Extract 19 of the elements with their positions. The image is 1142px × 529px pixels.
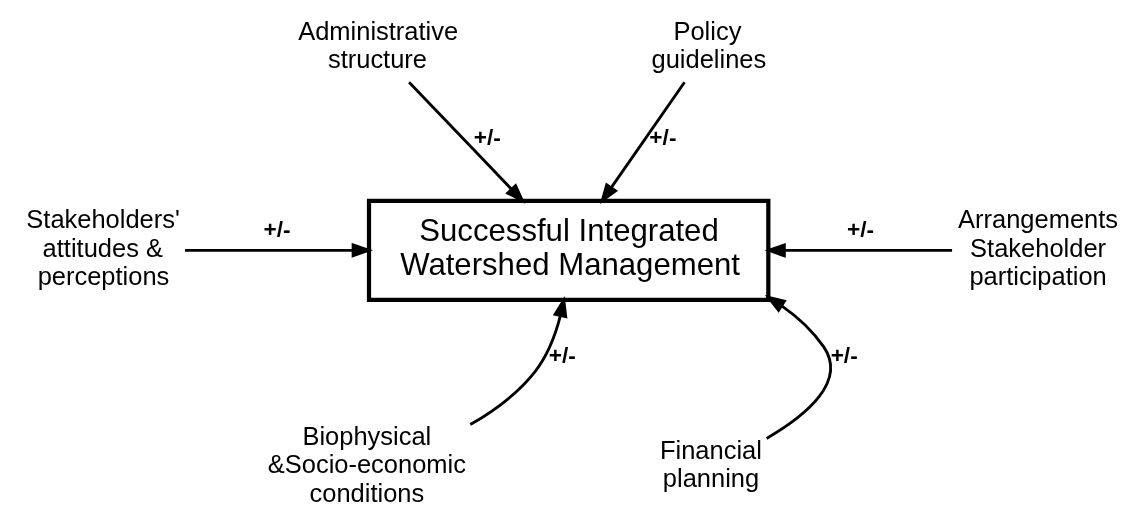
edge-label: +/- [830, 342, 858, 369]
arrow [764, 295, 832, 440]
arrow [599, 81, 686, 205]
edge-label: +/- [548, 342, 576, 369]
node-box: Successful Integrated Watershed Management [366, 198, 770, 303]
node-text: Biophysical &Socio-economic conditions [267, 421, 466, 507]
edge-label: +/- [846, 216, 874, 243]
arrow [184, 242, 373, 258]
edge-label: +/- [473, 124, 501, 151]
arrow [407, 81, 525, 204]
arrow [469, 296, 567, 426]
node-text: Financial planning [659, 436, 762, 493]
node-text: Stakeholders' attitudes & perceptions [25, 205, 180, 290]
node-text: Arrangements Stakeholder participation [957, 205, 1118, 290]
arrow [764, 242, 952, 258]
edge-label: +/- [263, 216, 291, 243]
edge-label: +/- [648, 124, 676, 151]
node-text: Policy guidelines [651, 16, 766, 74]
node-text: Administrative structure [297, 16, 458, 74]
